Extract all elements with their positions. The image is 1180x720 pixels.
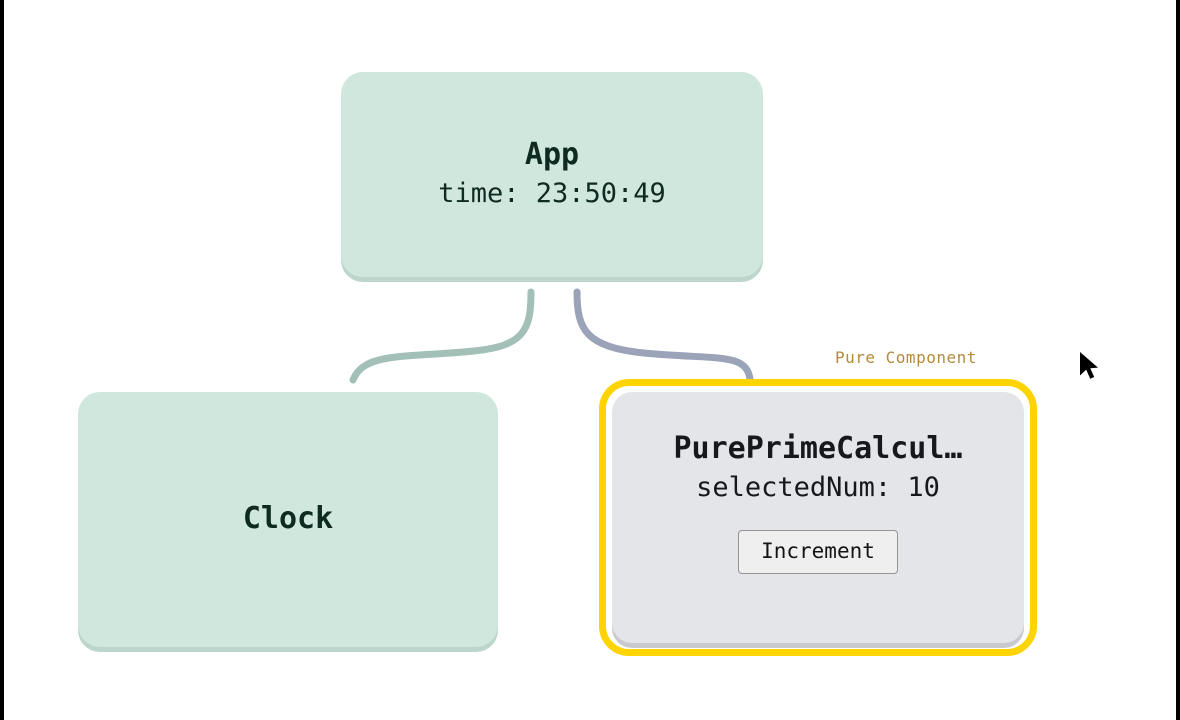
pure-component-group[interactable]: Pure Component PurePrimeCalcul… selected…	[599, 348, 1037, 656]
letterbox-right	[1176, 0, 1180, 720]
node-app-title: App	[524, 137, 580, 173]
diagram-canvas[interactable]: App time: 23:50:49 Clock Pure Component …	[4, 0, 1176, 720]
edge-app-to-clock	[349, 288, 535, 384]
letterbox-left	[0, 0, 4, 720]
increment-button[interactable]: Increment	[738, 530, 898, 575]
mouse-cursor-icon	[1079, 351, 1099, 380]
node-app-prop-time: time: 23:50:49	[438, 177, 666, 209]
edge-app-to-pure	[573, 288, 754, 383]
node-clock[interactable]: Clock	[78, 392, 498, 647]
node-app[interactable]: App time: 23:50:49	[341, 72, 763, 277]
node-pure-prop-selectednum: selectedNum: 10	[696, 471, 940, 503]
node-clock-title: Clock	[242, 501, 334, 537]
pure-component-badge: Pure Component	[835, 348, 977, 367]
node-pureprimecalculator[interactable]: PurePrimeCalcul… selectedNum: 10 Increme…	[612, 392, 1024, 643]
node-pure-title: PurePrimeCalcul…	[673, 431, 963, 466]
